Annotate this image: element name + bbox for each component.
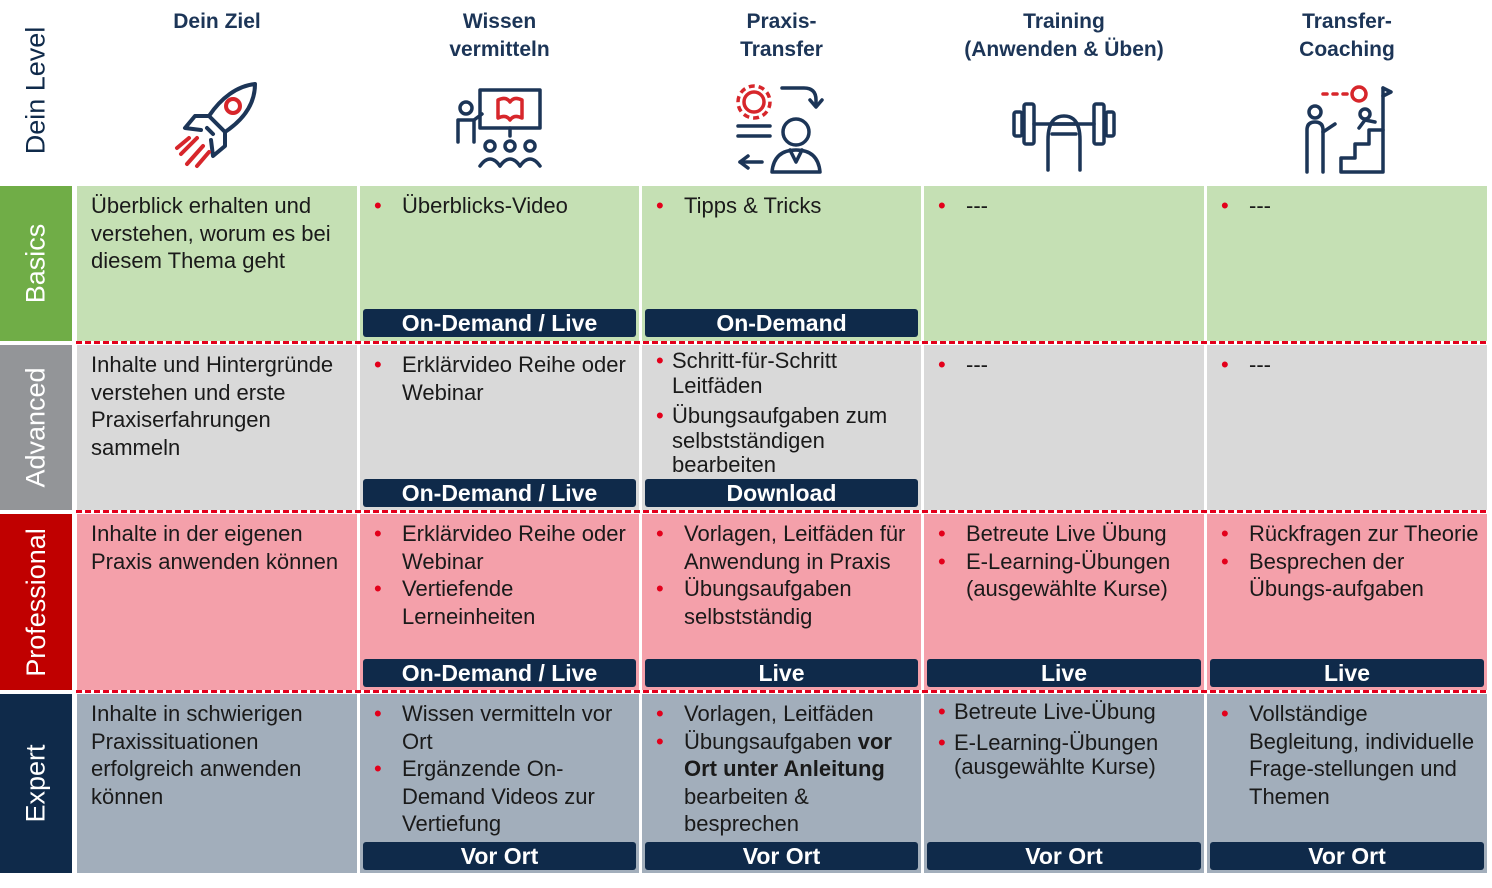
list-item: --- [938, 351, 1198, 379]
format-badge: Vor Ort [1210, 842, 1484, 870]
level-header-cell: Dein Level [0, 0, 72, 181]
row-separator [76, 690, 1486, 693]
goal-text: Überblick erhalten und verstehen, worum … [91, 193, 331, 273]
list-item: Tipps & Tricks [656, 192, 915, 220]
cell-advanced-coaching: --- [1207, 345, 1487, 510]
list-item: Betreute Live-Übung [938, 699, 1198, 725]
level-label: Advanced [20, 367, 51, 488]
column-title: Dein Ziel [173, 10, 261, 33]
level-label: Basics [20, 223, 51, 304]
level-label: Expert [20, 744, 51, 823]
level-header-label: Dein Level [20, 26, 51, 155]
format-badge: Vor Ort [927, 842, 1201, 870]
cell-advanced-training: --- [924, 345, 1204, 510]
column-title: Wissen vermitteln [449, 10, 550, 61]
cell-professional-wissen: Erklärvideo Reihe oder Webinar Vertiefen… [360, 514, 639, 690]
cell-professional-training: Betreute Live Übung E-Learning-Übungen (… [924, 514, 1204, 690]
level-expert: Expert [0, 694, 72, 873]
format-badge: On-Demand / Live [363, 309, 636, 337]
list-item: --- [938, 192, 1198, 220]
level-professional: Professional [0, 514, 72, 690]
format-badge: Live [645, 659, 918, 687]
format-badge: Live [927, 659, 1201, 687]
goal-text: Inhalte in schwierigen Praxissituationen… [91, 701, 303, 809]
row-separator [76, 341, 1486, 344]
goal-cell-advanced: Inhalte und Hintergründe verstehen und e… [77, 345, 357, 510]
format-badge: On-Demand / Live [363, 659, 636, 687]
list-item: Übungsaufgaben zum selbstständigen bearb… [656, 403, 915, 478]
column-header-wissen: Wissen vermitteln [360, 0, 639, 181]
process-person-icon [735, 84, 824, 174]
list-item: Ergänzende On-Demand Videos zur Vertiefu… [374, 755, 633, 838]
level-label: Professional [20, 527, 51, 677]
list-item: Wissen vermitteln vor Ort [374, 700, 633, 755]
goal-cell-basics: Überblick erhalten und verstehen, worum … [77, 186, 357, 341]
list-item: Vorlagen, Leitfäden [656, 700, 915, 728]
list-item: Vertiefende Lerneinheiten [374, 575, 633, 630]
list-item: Übungsaufgaben selbstständig [656, 575, 915, 630]
cell-professional-praxis: Vorlagen, Leitfäden für Anwendung in Pra… [642, 514, 921, 690]
list-item: Erklärvideo Reihe oder Webinar [374, 351, 633, 406]
list-item: Besprechen der Übungs-aufgaben [1221, 548, 1481, 603]
cell-basics-training: --- [924, 186, 1204, 341]
list-item: Schritt-für-Schritt Leitfäden [656, 348, 915, 398]
column-header-coaching: Transfer- Coaching [1207, 0, 1487, 181]
presentation-icon [455, 88, 542, 168]
cell-expert-wissen: Wissen vermitteln vor Ort Ergänzende On-… [360, 694, 639, 873]
column-header-praxis: Praxis- Transfer [642, 0, 921, 181]
goal-cell-expert: Inhalte in schwierigen Praxissituationen… [77, 694, 357, 873]
format-badge: Live [1210, 659, 1484, 687]
list-item: E-Learning-Übungen (ausgewählte Kurse) [938, 548, 1198, 603]
cell-expert-coaching: Vollständige Begleitung, individuelle Fr… [1207, 694, 1487, 873]
column-title: Training (Anwenden & Üben) [964, 10, 1164, 61]
cell-expert-training: Betreute Live-Übung E-Learning-Übungen (… [924, 694, 1204, 873]
list-item: E-Learning-Übungen (ausgewählte Kurse) [938, 730, 1198, 780]
column-header-goal: Dein Ziel [77, 0, 357, 181]
dumbbell-icon [1012, 102, 1116, 172]
column-header-training: Training (Anwenden & Üben) [924, 0, 1204, 181]
cell-advanced-praxis: Schritt-für-Schritt Leitfäden Übungsaufg… [642, 345, 921, 510]
list-item: Vollständige Begleitung, individuelle Fr… [1221, 700, 1481, 810]
stairs-coaching-icon [1305, 85, 1393, 174]
level-basics: Basics [0, 186, 72, 341]
cell-advanced-wissen: Erklärvideo Reihe oder Webinar On-Demand… [360, 345, 639, 510]
format-badge: Vor Ort [645, 842, 918, 870]
goal-text: Inhalte in der eigenen Praxis anwenden k… [91, 521, 339, 574]
row-separator [76, 510, 1486, 513]
cell-basics-coaching: --- [1207, 186, 1487, 341]
format-badge: Download [645, 479, 918, 507]
list-item: --- [1221, 192, 1481, 220]
format-badge: On-Demand / Live [363, 479, 636, 507]
cell-expert-praxis: Vorlagen, Leitfäden Übungsaufgaben vor O… [642, 694, 921, 873]
list-item: Rückfragen zur Theorie [1221, 520, 1481, 548]
cell-professional-coaching: Rückfragen zur Theorie Besprechen der Üb… [1207, 514, 1487, 690]
column-title: Praxis- Transfer [740, 10, 823, 61]
list-item: Überblicks-Video [374, 192, 633, 220]
list-item: Erklärvideo Reihe oder Webinar [374, 520, 633, 575]
rocket-icon [175, 82, 257, 168]
list-item: Übungsaufgaben vor Ort unter Anleitung b… [656, 728, 915, 838]
list-item: Betreute Live Übung [938, 520, 1198, 548]
column-title: Transfer- Coaching [1299, 10, 1395, 61]
goal-cell-professional: Inhalte in der eigenen Praxis anwenden k… [77, 514, 357, 690]
emphasis-text: vor Ort unter Anleitung [684, 728, 892, 782]
cell-basics-wissen: Überblicks-Video On-Demand / Live [360, 186, 639, 341]
list-item: --- [1221, 351, 1481, 379]
level-advanced: Advanced [0, 345, 72, 510]
format-badge: Vor Ort [363, 842, 636, 870]
goal-text: Inhalte und Hintergründe verstehen und e… [91, 352, 334, 460]
cell-basics-praxis: Tipps & Tricks On-Demand [642, 186, 921, 341]
list-item: Vorlagen, Leitfäden für Anwendung in Pra… [656, 520, 915, 575]
format-badge: On-Demand [645, 309, 918, 337]
